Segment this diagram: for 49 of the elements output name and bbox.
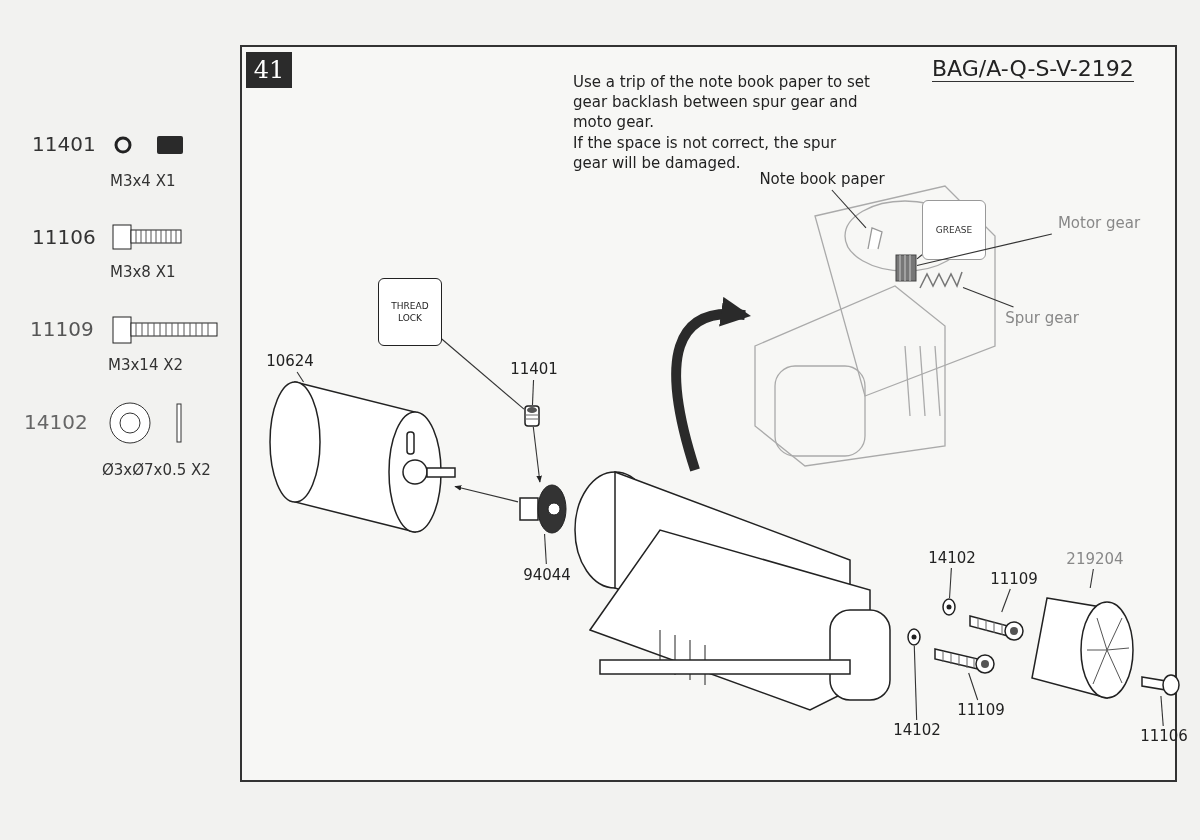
part-number: 14102: [24, 410, 88, 434]
leader-line: [913, 645, 918, 721]
pinion-gear-drawing: [518, 482, 568, 534]
step-number: 41: [246, 52, 292, 88]
leader-line: [831, 189, 867, 229]
part-size: M3x4 X1: [110, 172, 176, 190]
leader-line: [1160, 695, 1164, 727]
washer-drawing: [940, 598, 958, 616]
part-number: 14102: [924, 548, 980, 568]
instruction-note: Use a trip of the note book paper to set gear backlash between spur gear and moto gear.: [573, 72, 871, 132]
part-number: 14102: [889, 720, 945, 740]
screw-drawing: [1140, 672, 1180, 696]
leader-line: [962, 286, 1015, 308]
part-number: 10624: [259, 350, 321, 372]
part-number: 11106: [32, 225, 96, 249]
arrow: [454, 485, 519, 503]
part-size: Ø3xØ7x0.5 X2: [102, 461, 211, 479]
leader-line: [916, 254, 923, 260]
leader-line: [296, 371, 305, 383]
paper-strip-drawing: [866, 226, 884, 250]
leader-line: [949, 567, 952, 599]
part-number: 11401: [504, 358, 564, 380]
callout-text: Motor gear: [1043, 212, 1155, 234]
part-number: 11109: [953, 700, 1009, 720]
leader-line: [439, 336, 525, 410]
leader-line: [968, 672, 979, 701]
leader-line: [1001, 588, 1011, 613]
motor-gear-drawing: [895, 254, 917, 282]
washer-drawing: [905, 628, 923, 646]
part-number: 11109: [986, 569, 1042, 589]
bag-code: BAG/A-Q-S-V-2192: [932, 56, 1134, 82]
leader-line: [916, 233, 1053, 266]
callout-text: Spur gear: [1001, 307, 1083, 329]
part-number: 94044: [516, 564, 578, 586]
leader-line: [544, 533, 547, 565]
arrow: [671, 298, 751, 472]
grease-tube: GREASE: [922, 200, 986, 260]
screw-drawing: [933, 645, 995, 673]
part-number: 219204: [1060, 549, 1130, 569]
screw-drawing: [968, 612, 1025, 640]
leader-line: [531, 379, 535, 406]
part-number: 11109: [30, 317, 94, 341]
part-size: M3x8 X1: [110, 263, 176, 281]
set-screw-drawing: [524, 405, 540, 427]
leader-line: [1089, 568, 1094, 589]
arrow: [532, 426, 542, 483]
thread-lock-bottle: THREAD LOCK: [378, 278, 442, 346]
part-number: 11401: [32, 132, 96, 156]
part-size: M3x14 X2: [108, 356, 184, 374]
